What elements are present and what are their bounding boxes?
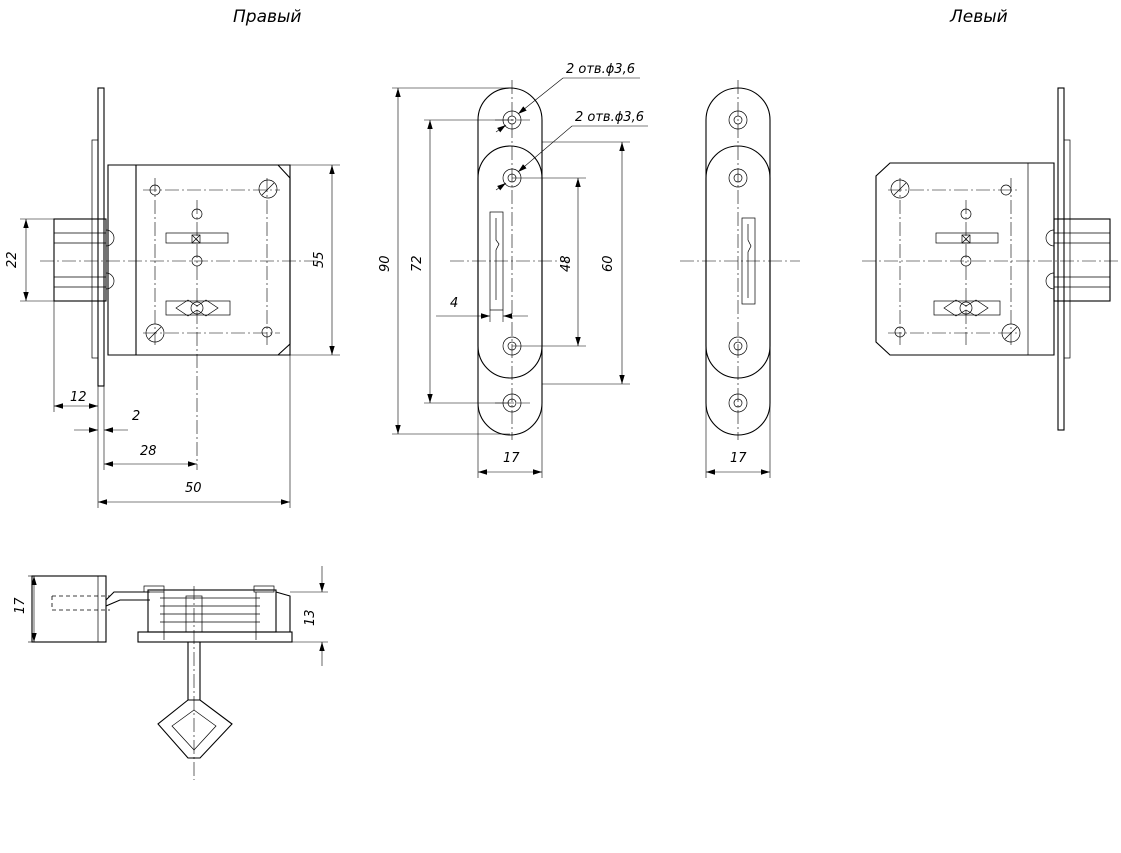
holes-inner-note: 2 отв.ϕ3,6 <box>575 110 644 125</box>
dim-50: 50 <box>185 481 202 496</box>
strike-plate-view: 17 <box>680 80 800 478</box>
right-lock-dimensions: 22 55 12 2 28 50 <box>5 164 340 508</box>
dim-17-top: 17 <box>13 597 28 614</box>
dim-28: 28 <box>140 444 157 459</box>
left-lock-front-view <box>862 87 1121 431</box>
dim-48: 48 <box>559 255 574 272</box>
dim-2: 2 <box>132 409 140 424</box>
dim-17-strike: 17 <box>730 451 747 466</box>
left-view-title: Левый <box>949 7 1008 27</box>
right-lock-front-view <box>40 87 318 470</box>
dim-13: 13 <box>303 609 318 626</box>
dim-17-faceplate: 17 <box>503 451 520 466</box>
faceplate-dimensions: 90 72 48 60 4 17 2 отв.ϕ3,6 2 отв.ϕ3,6 <box>378 62 648 478</box>
right-view-title: Правый <box>233 7 301 27</box>
top-view <box>31 575 293 780</box>
dim-90: 90 <box>378 255 393 272</box>
holes-outer-note: 2 отв.ϕ3,6 <box>566 62 635 77</box>
dim-55: 55 <box>312 251 327 268</box>
dim-4: 4 <box>450 296 458 311</box>
faceplate-view <box>450 80 570 440</box>
top-view-dimensions: 17 13 <box>13 566 328 666</box>
dim-22: 22 <box>5 251 20 268</box>
dim-60: 60 <box>601 255 616 272</box>
dim-72: 72 <box>410 255 425 272</box>
dim-12: 12 <box>70 390 87 405</box>
